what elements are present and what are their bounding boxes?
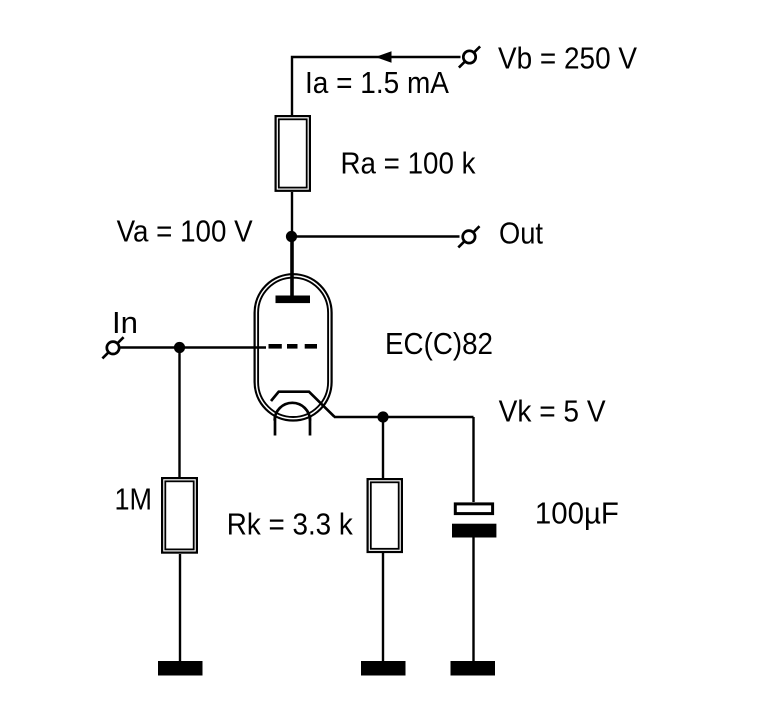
- svg-text:Va = 100 V: Va = 100 V: [117, 215, 254, 249]
- svg-text:1M: 1M: [115, 483, 153, 517]
- svg-text:Vk = 5 V: Vk = 5 V: [499, 394, 607, 428]
- svg-text:Ra = 100 k: Ra = 100 k: [341, 147, 477, 181]
- svg-text:In: In: [112, 306, 138, 340]
- svg-text:100µF: 100µF: [535, 496, 619, 530]
- svg-text:Vb = 250 V: Vb = 250 V: [498, 42, 638, 76]
- svg-text:Out: Out: [499, 216, 543, 250]
- svg-text:EC(C)82: EC(C)82: [385, 327, 493, 361]
- svg-text:Ia = 1.5 mA: Ia = 1.5 mA: [305, 66, 450, 100]
- svg-text:Rk = 3.3 k: Rk = 3.3 k: [227, 508, 354, 542]
